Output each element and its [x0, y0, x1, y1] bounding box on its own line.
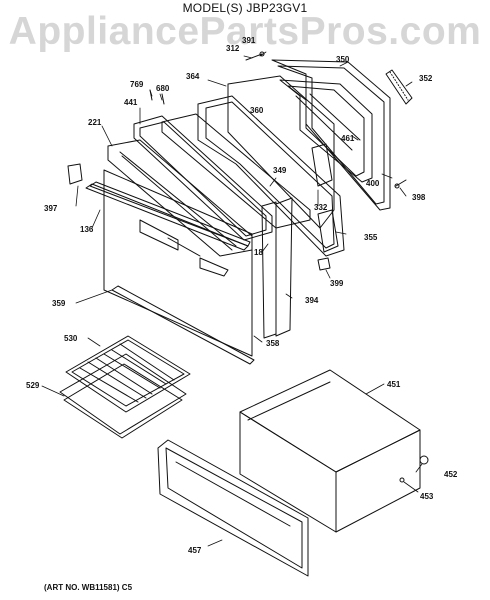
hinge-bracket: [311, 143, 339, 253]
callout-769: 769: [130, 80, 144, 89]
clip-399: [317, 257, 331, 271]
callout-332: 332: [314, 203, 328, 212]
callout-394: 394: [305, 296, 319, 305]
model-title: MODEL(S) JBP23GV1: [182, 1, 308, 15]
callout-530: 530: [64, 334, 78, 343]
callout-355: 355: [364, 233, 378, 242]
callout-451: 451: [387, 380, 401, 389]
watermark: AppliancePartsPros.com: [8, 10, 482, 53]
callout-529: 529: [26, 381, 40, 390]
door-right-bar: [275, 197, 293, 337]
callout-441: 441: [124, 98, 138, 107]
callout-364: 364: [186, 72, 200, 81]
leader-lines: [41, 51, 423, 547]
drawer-body: [239, 369, 421, 533]
door-handle-bar: [85, 181, 251, 251]
door-gasket: [385, 69, 413, 105]
callout-397: 397: [44, 204, 58, 213]
broiler-pan: [59, 353, 187, 439]
callout-359: 359: [52, 299, 66, 308]
callout-457: 457: [188, 546, 202, 555]
screw-312-391: [245, 51, 265, 61]
callout-453: 453: [420, 492, 434, 501]
callout-136: 136: [80, 225, 94, 234]
door-front-panel: [103, 169, 253, 357]
callout-352: 352: [419, 74, 433, 83]
callout-358: 358: [266, 339, 280, 348]
clip-397: [67, 163, 83, 185]
drawer-glide: [399, 455, 429, 483]
callout-18: 18: [254, 248, 263, 257]
callout-400: 400: [366, 179, 380, 188]
door-bottom-trim: [111, 285, 255, 365]
callout-360: 360: [250, 106, 264, 115]
door-liner: [133, 115, 273, 241]
door-inner-liner: [197, 95, 345, 257]
callout-312: 312: [226, 44, 240, 53]
door-glass: [227, 75, 335, 229]
callout-399: 399: [330, 279, 344, 288]
callout-461: 461: [341, 134, 355, 143]
door-outer-panel: [271, 59, 391, 211]
callout-391: 391: [242, 36, 256, 45]
door-frame: [161, 113, 311, 229]
art-number: (ART NO. WB11581) C5: [44, 583, 133, 592]
screw-398: [394, 179, 407, 189]
callout-452: 452: [444, 470, 458, 479]
callout-349: 349: [273, 166, 287, 175]
callout-221: 221: [88, 118, 102, 127]
drawer-front: [157, 439, 309, 577]
callout-350: 350: [336, 55, 350, 64]
callout-398: 398: [412, 193, 426, 202]
broiler-rack: [65, 335, 191, 413]
door-window: [279, 79, 373, 183]
callout-680: 680: [156, 84, 170, 93]
